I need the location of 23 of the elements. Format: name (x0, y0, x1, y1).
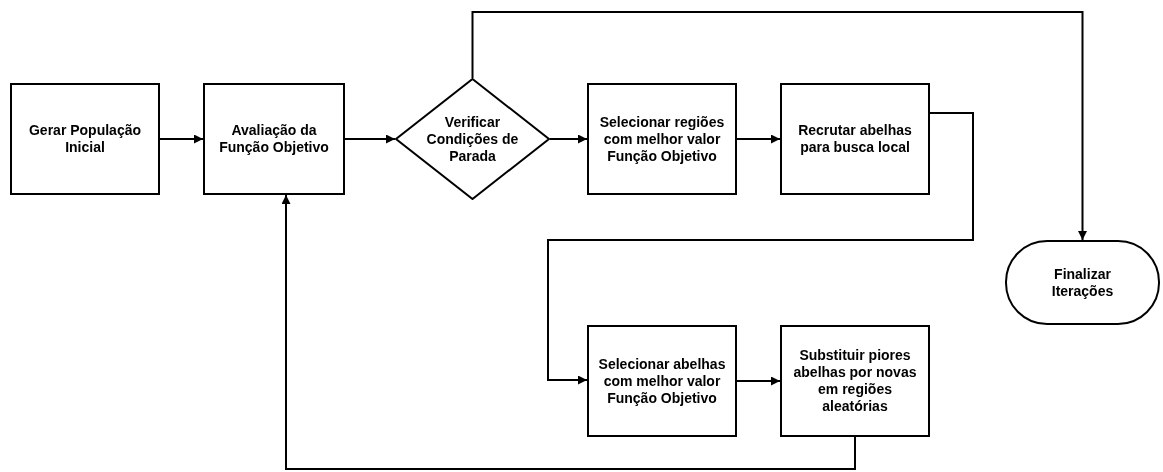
node-label: Substituir piores abelhas por novas em regiões aleatórias (792, 347, 918, 415)
process-box (780, 325, 930, 437)
arrow (281, 194, 856, 470)
decision-diamond (395, 78, 550, 200)
process-box (203, 83, 345, 195)
node-label: Avaliação da Função Objetivo (218, 122, 330, 156)
arrow (549, 134, 588, 144)
arrow (736, 134, 781, 144)
arrow (736, 376, 781, 386)
node-label: Selecionar abelhas com melhor valor Função Objetivo (597, 355, 727, 407)
node-label: Gerar População Inicial (27, 122, 142, 156)
node-label: Verificar Condições de Parada (425, 113, 520, 165)
arrow (344, 134, 396, 144)
process-box (587, 325, 737, 437)
process-box (587, 83, 737, 195)
process-box (780, 83, 930, 195)
node-label: Recrutar abelhas para busca local (797, 122, 913, 156)
node-label: Selecionar regiões com melhor valor Função Objetivo (598, 113, 726, 165)
process-box (10, 83, 160, 195)
node-label: Finalizar Iterações (1050, 265, 1115, 300)
arrow (159, 134, 204, 144)
arrow (471, 11, 1087, 241)
arrow (547, 112, 974, 385)
